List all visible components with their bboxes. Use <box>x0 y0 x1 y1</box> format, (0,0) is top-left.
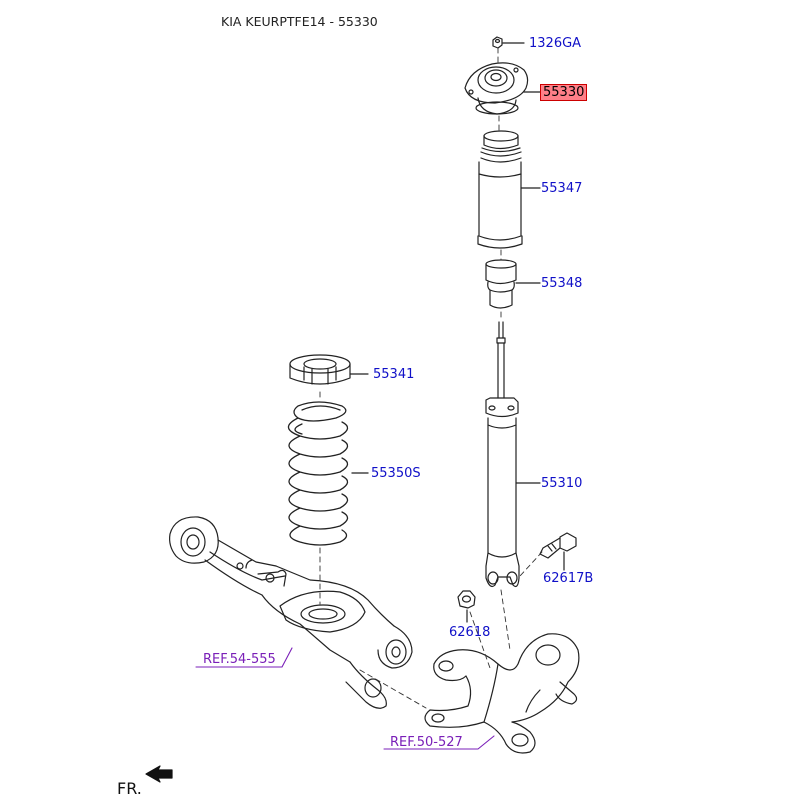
assembly-dashed-lines <box>319 47 543 709</box>
diagram-title: KIA KEURPTFE14 - 55330 <box>221 14 378 29</box>
front-direction-arrow-icon <box>145 765 173 783</box>
knuckle-drawing <box>424 633 580 754</box>
nut-1326ga-drawing <box>492 36 525 49</box>
dust-cover-55347-drawing <box>477 130 541 249</box>
callout-55330-highlighted[interactable]: 55330 <box>540 84 588 101</box>
bump-stopper-55348-drawing <box>485 259 541 309</box>
reference-leader-lines <box>195 647 495 750</box>
coil-spring-55350s-drawing <box>287 401 369 546</box>
nut-62618-drawing <box>457 590 476 623</box>
top-mount-55330-drawing <box>464 62 542 115</box>
callout-55310[interactable]: 55310 <box>541 476 583 491</box>
callout-55341[interactable]: 55341 <box>373 367 415 382</box>
callout-62618[interactable]: 62618 <box>449 625 491 640</box>
front-direction-label: FR. <box>117 779 142 798</box>
spring-seat-55341-drawing <box>289 354 369 385</box>
callout-55350s[interactable]: 55350S <box>371 466 421 481</box>
callout-62617b[interactable]: 62617B <box>543 571 594 586</box>
bolt-62617b-drawing <box>539 532 577 571</box>
shock-absorber-55310-drawing <box>485 321 541 588</box>
reference-link-50-527[interactable]: REF.50-527 <box>390 735 463 750</box>
lower-arm-drawing <box>169 516 413 709</box>
callout-55348[interactable]: 55348 <box>541 276 583 291</box>
callout-55347[interactable]: 55347 <box>541 181 583 196</box>
reference-link-54-555[interactable]: REF.54-555 <box>203 652 276 667</box>
callout-1326ga[interactable]: 1326GA <box>529 36 582 51</box>
